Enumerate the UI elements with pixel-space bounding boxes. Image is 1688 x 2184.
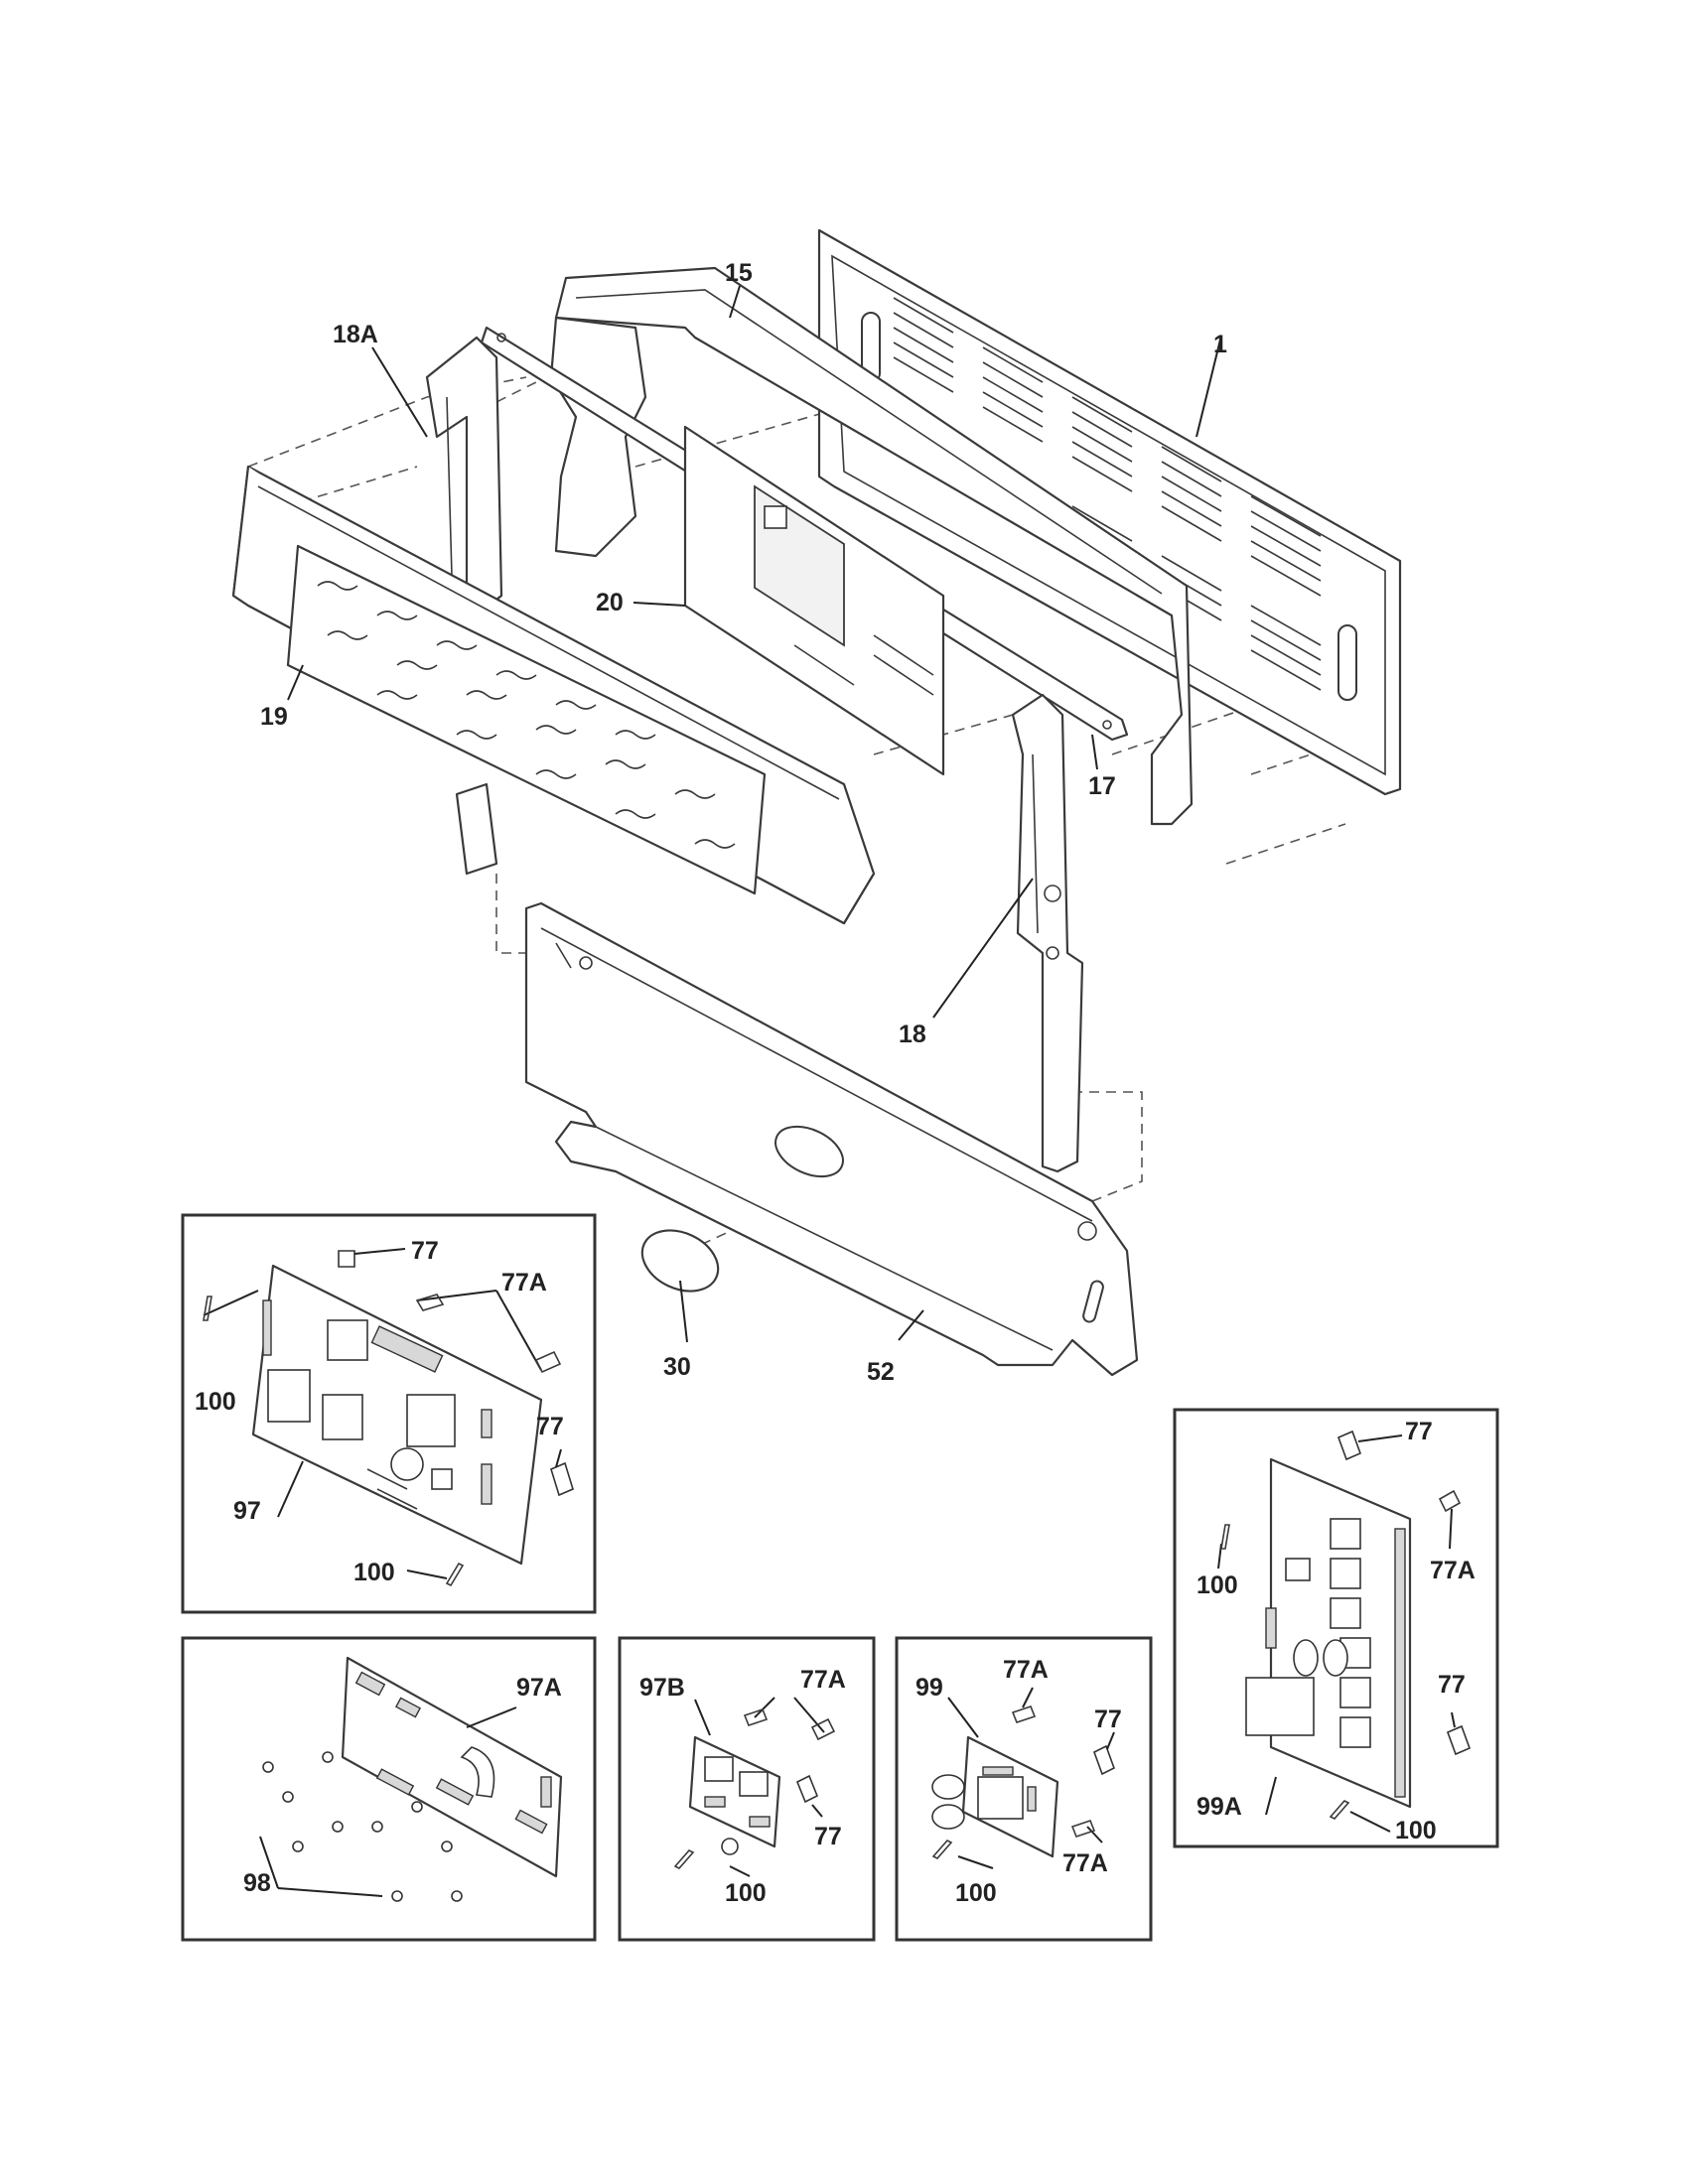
inset-board-97B: [618, 1636, 876, 1942]
callout-inset5-100-left: 100: [1196, 1571, 1238, 1599]
callout-15: 15: [725, 259, 753, 287]
control-panel-frame: [549, 266, 1194, 826]
callout-18: 18: [899, 1021, 926, 1048]
handle-slot-right: [1337, 624, 1357, 701]
callout-inset4-77A-top: 77A: [1003, 1656, 1049, 1684]
callout-inset5-77-mid: 77: [1438, 1671, 1466, 1699]
lower-panel-oval-cutout: [774, 1125, 844, 1178]
callout-inset1-97: 97: [233, 1497, 261, 1525]
lower-bracket-panel: [524, 901, 1139, 1377]
callout-inset4-99: 99: [915, 1674, 943, 1702]
callout-20: 20: [596, 589, 624, 616]
console-texture: [317, 581, 736, 849]
callout-inset1-77-mid: 77: [536, 1413, 564, 1440]
inset-board-97A: [181, 1636, 597, 1942]
inset-board-97: [181, 1213, 597, 1614]
callout-inset1-77-top: 77: [411, 1237, 439, 1265]
callout-inset2-98: 98: [243, 1869, 271, 1897]
callout-17: 17: [1088, 772, 1116, 800]
callout-inset3-77: 77: [814, 1823, 842, 1850]
inset-board-99A: [1173, 1408, 1499, 1848]
callout-labels: 1 15 17 18 18A 19 20 30 52 77 77A 77 100…: [195, 259, 1476, 1907]
callout-1: 1: [1213, 331, 1227, 358]
callout-inset5-99A: 99A: [1196, 1793, 1242, 1821]
control-console: [231, 465, 876, 925]
callout-inset1-100-bottom: 100: [353, 1559, 395, 1586]
callout-inset4-100: 100: [955, 1879, 997, 1907]
inset-board-99: [895, 1636, 1153, 1942]
control-board: [683, 425, 945, 776]
callout-inset5-77A: 77A: [1430, 1557, 1476, 1584]
callout-inset2-97A: 97A: [516, 1674, 562, 1702]
callout-19: 19: [260, 703, 288, 731]
callout-inset3-77A: 77A: [800, 1666, 846, 1694]
callout-inset5-100-bottom: 100: [1395, 1817, 1437, 1844]
callout-inset4-77A-bottom: 77A: [1062, 1849, 1108, 1877]
oval-plug: [640, 1229, 720, 1293]
callout-inset3-100: 100: [725, 1879, 767, 1907]
right-bracket: [1011, 693, 1084, 1173]
callout-inset1-100-left: 100: [195, 1388, 236, 1416]
callout-inset4-77: 77: [1094, 1706, 1122, 1733]
main-leader-lines: [287, 285, 1222, 1343]
callout-52: 52: [867, 1358, 895, 1386]
callout-inset5-77-top: 77: [1405, 1418, 1433, 1445]
callout-18A: 18A: [333, 321, 378, 348]
callout-inset3-97B: 97B: [639, 1674, 685, 1702]
callout-inset1-77A: 77A: [501, 1269, 547, 1297]
callout-30: 30: [663, 1353, 691, 1381]
left-bracket: [425, 336, 503, 876]
